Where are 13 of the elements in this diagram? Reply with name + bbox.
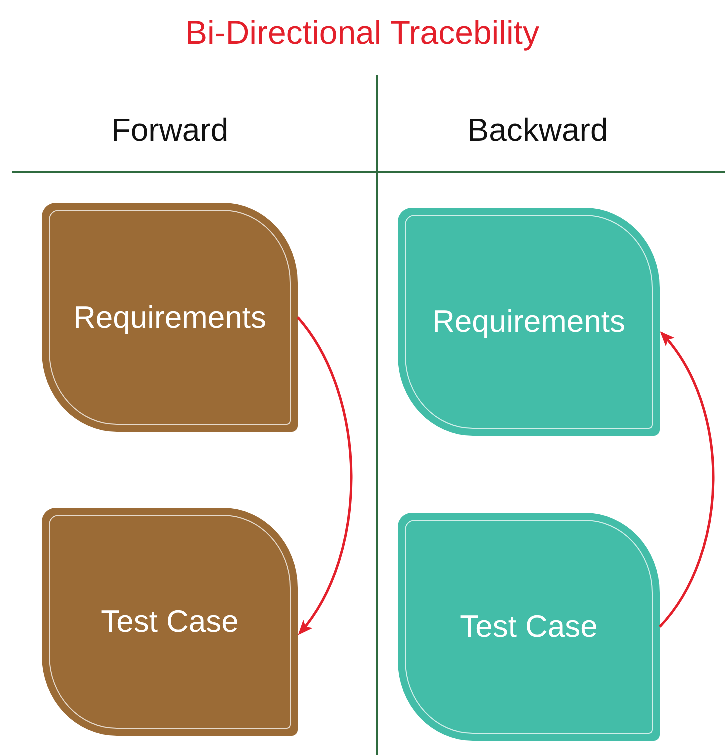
node-label: Requirements xyxy=(74,300,266,336)
node-label: Requirements xyxy=(432,304,626,340)
leaf-shaped-box xyxy=(398,513,660,741)
leaf-shaped-box xyxy=(398,208,660,436)
node-label: Test Case xyxy=(101,604,239,640)
curved-arrow xyxy=(659,331,715,628)
diagram-title: Bi-Directional Tracebility xyxy=(184,14,540,52)
leaf-shaped-box xyxy=(42,508,298,736)
column-header: Forward xyxy=(110,112,230,149)
curved-arrow xyxy=(297,316,353,636)
node-label: Test Case xyxy=(460,609,598,645)
leaf-shaped-box xyxy=(42,203,298,432)
column-header: Backward xyxy=(466,112,610,149)
